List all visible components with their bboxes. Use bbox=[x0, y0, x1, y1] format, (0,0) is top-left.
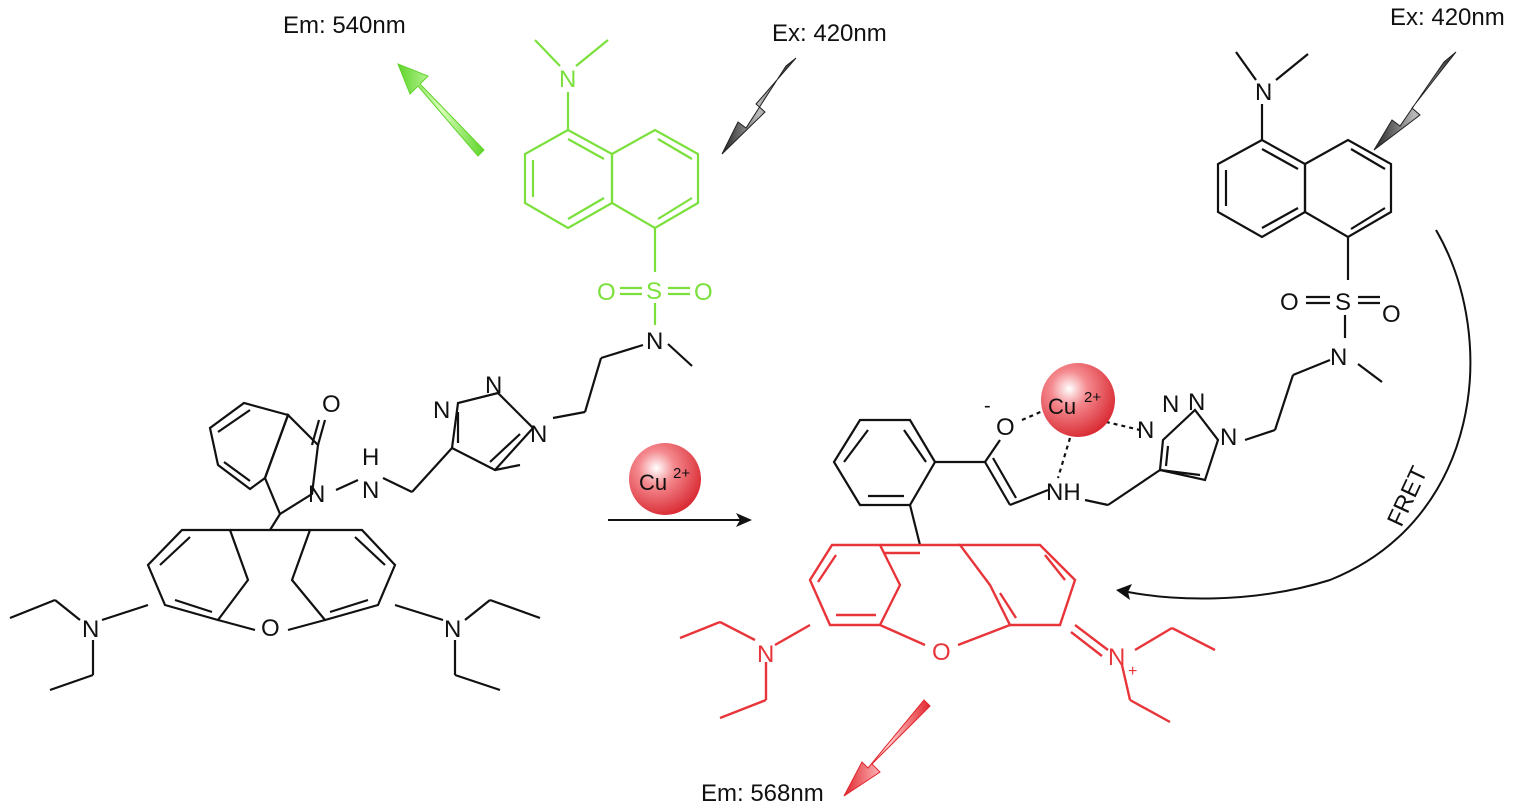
atom-o-carbonyl: O bbox=[322, 391, 341, 418]
cu-reagent-charge: 2+ bbox=[673, 465, 690, 482]
rhodamine-probe-left: N bbox=[9, 328, 693, 692]
atom-o-xanthene-right: O bbox=[932, 639, 951, 666]
emission-arrow-red bbox=[843, 699, 931, 797]
atom-s-right: S bbox=[1335, 289, 1351, 316]
atom-n-triazole-r4: N bbox=[1220, 424, 1237, 451]
atom-o-left-a: O bbox=[597, 279, 616, 306]
rhodamine-open-red bbox=[679, 543, 1216, 724]
atom-h-hydrazide: H bbox=[362, 444, 379, 471]
excitation-label-left: Ex: 420nm bbox=[772, 20, 887, 47]
excitation-arrow-left bbox=[721, 57, 797, 155]
atom-n-triazole-3: N bbox=[530, 421, 547, 448]
atom-n-diethyl-left-b: N bbox=[444, 616, 461, 643]
cu-complex-atoms: O - NH N N N N bbox=[984, 389, 1237, 506]
excitation-label-right: Ex: 420nm bbox=[1390, 4, 1505, 31]
cu-complex-sphere-group: Cu 2+ bbox=[1041, 363, 1115, 437]
atom-nh-complex: NH bbox=[1046, 479, 1081, 506]
atom-n-hydrazide: N bbox=[362, 477, 379, 504]
cu-complex-ligand bbox=[832, 408, 1220, 546]
atom-o-enolate: O bbox=[996, 414, 1015, 441]
cu-reagent-sphere bbox=[629, 443, 701, 515]
rhodamine-open-atoms: O N N + bbox=[757, 639, 1137, 680]
emission-label-green: Em: 540nm bbox=[283, 12, 406, 39]
atom-n-triazole-r3: N bbox=[1188, 389, 1205, 416]
fret-arrow bbox=[1116, 229, 1472, 600]
atom-n-lactam: N bbox=[308, 481, 325, 508]
atom-o-xanthene-left: O bbox=[261, 615, 280, 642]
excitation-arrow-right bbox=[1373, 51, 1457, 151]
atom-o-right-b: O bbox=[1382, 301, 1401, 328]
atom-n-iminium: N bbox=[1108, 644, 1125, 671]
atom-n-triazole-1: N bbox=[485, 372, 502, 399]
atom-n-dimethyl-right: N bbox=[1255, 79, 1272, 106]
cu-complex-charge: 2+ bbox=[1084, 389, 1101, 406]
cu-reagent: Cu 2+ bbox=[629, 443, 701, 515]
dansyl-fluorophore-right bbox=[1216, 51, 1393, 442]
dansyl-right-atoms: N S O O N bbox=[1255, 79, 1401, 371]
atom-o-minus-charge: - bbox=[984, 395, 991, 417]
cu-complex-sphere bbox=[1041, 363, 1115, 437]
reaction-arrow bbox=[608, 513, 752, 527]
atom-o-right-a: O bbox=[1280, 289, 1299, 316]
emission-arrow-green bbox=[397, 63, 485, 157]
atom-s-left: S bbox=[646, 278, 662, 305]
dansyl-fluorophore-left bbox=[523, 39, 700, 325]
atom-n-plus-charge: + bbox=[1128, 663, 1137, 680]
cu-complex-symbol: Cu bbox=[1048, 394, 1076, 419]
atom-n-triazole-r1: N bbox=[1137, 417, 1154, 444]
emission-label-red: Em: 568nm bbox=[701, 780, 824, 807]
probe-left-atoms: N N N H N N O O N N bbox=[82, 372, 547, 643]
dansyl-left-atoms: N S O O bbox=[559, 66, 713, 306]
atom-n-triazole-2: N bbox=[433, 397, 450, 424]
atom-n-sulfonamide-right: N bbox=[1330, 344, 1347, 371]
atom-n-diethyl-left-a: N bbox=[82, 616, 99, 643]
atom-o-left-b: O bbox=[694, 279, 713, 306]
atom-n-dimethyl-left: N bbox=[559, 66, 576, 93]
cu-reagent-symbol: Cu bbox=[639, 470, 667, 495]
atom-n-triazole-r2: N bbox=[1162, 391, 1179, 418]
atom-n-diethyl-right-a: N bbox=[757, 641, 774, 668]
atom-n-sulfonamide-left: N bbox=[646, 328, 663, 355]
